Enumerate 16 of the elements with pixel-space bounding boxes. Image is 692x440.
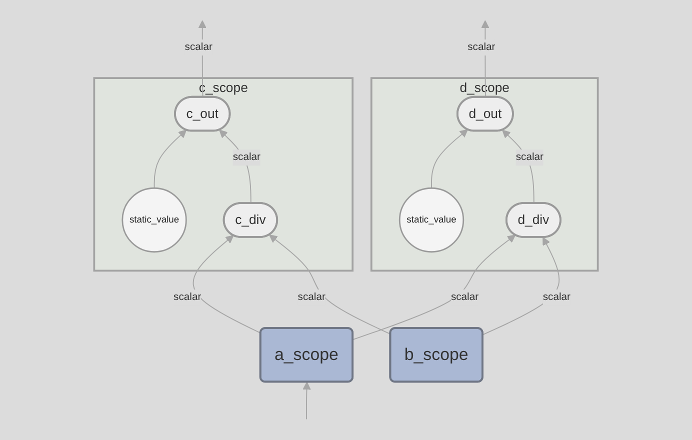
edge-label: scalar [450,291,479,303]
edge-label: scalar [174,291,202,303]
arrow [302,382,311,420]
edge-label: scalar [298,291,326,303]
arrow [431,129,468,189]
edge-label: scalar [542,291,570,303]
arrow [192,235,262,334]
node-circle: static_value [122,187,187,253]
edge-label: scalar [184,41,212,53]
edge-label: scalar [468,41,496,53]
arrow [352,234,516,340]
edge-label: scalar [516,151,544,163]
node-circle: static_value [398,187,464,253]
arrow [154,130,187,189]
edge-label: scalar [232,151,260,163]
arrow [269,234,392,335]
